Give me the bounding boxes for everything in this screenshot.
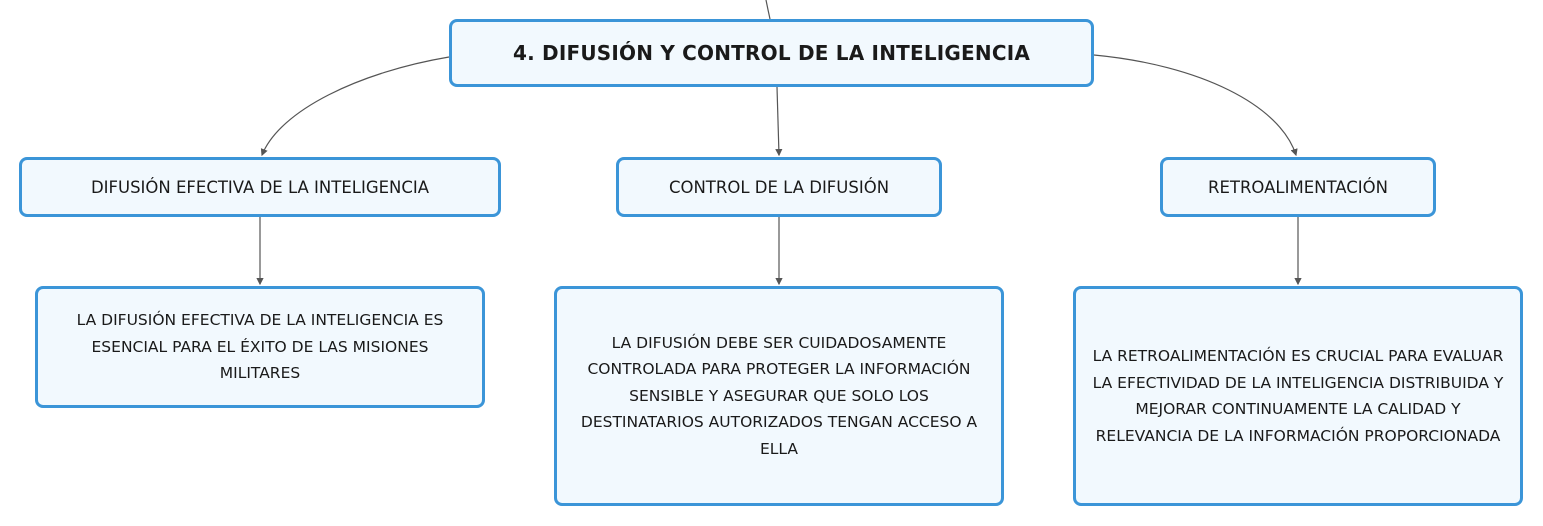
root-topic-node[interactable]: 4. DIFUSIÓN Y CONTROL DE LA INTELIGENCIA [449,19,1094,87]
branch-label-difusion-efectiva: DIFUSIÓN EFECTIVA DE LA INTELIGENCIA [90,177,430,197]
branch-node-control-difusion[interactable]: CONTROL DE LA DIFUSIÓN [616,157,942,217]
branch-node-retroalimentacion[interactable]: RETROALIMENTACIÓN [1160,157,1436,217]
detail-node-difusion-efectiva[interactable]: LA DIFUSIÓN EFECTIVA DE LA INTELIGENCIA … [35,286,485,408]
detail-text-difusion-efectiva: LA DIFUSIÓN EFECTIVA DE LA INTELIGENCIA … [76,311,444,383]
detail-node-retroalimentacion[interactable]: LA RETROALIMENTACIÓN ES CRUCIAL PARA EVA… [1073,286,1523,506]
branch-label-retroalimentacion: RETROALIMENTACIÓN [1208,177,1388,197]
detail-node-control-difusion[interactable]: LA DIFUSIÓN DEBE SER CUIDADOSAMENTE CONT… [554,286,1004,506]
connector-root-to-branch-3 [1093,54,1298,157]
detail-text-retroalimentacion: LA RETROALIMENTACIÓN ES CRUCIAL PARA EVA… [1092,347,1504,445]
connector-root-to-branch-1 [260,56,450,157]
root-topic-label: 4. DIFUSIÓN Y CONTROL DE LA INTELIGENCIA [512,41,1031,65]
branch-label-control-difusion: CONTROL DE LA DIFUSIÓN [668,177,890,197]
connector-incoming-root [765,0,771,20]
branch-node-difusion-efectiva[interactable]: DIFUSIÓN EFECTIVA DE LA INTELIGENCIA [19,157,501,217]
connector-root-to-branch-2 [775,86,783,157]
detail-text-control-difusion: LA DIFUSIÓN DEBE SER CUIDADOSAMENTE CONT… [580,333,978,458]
